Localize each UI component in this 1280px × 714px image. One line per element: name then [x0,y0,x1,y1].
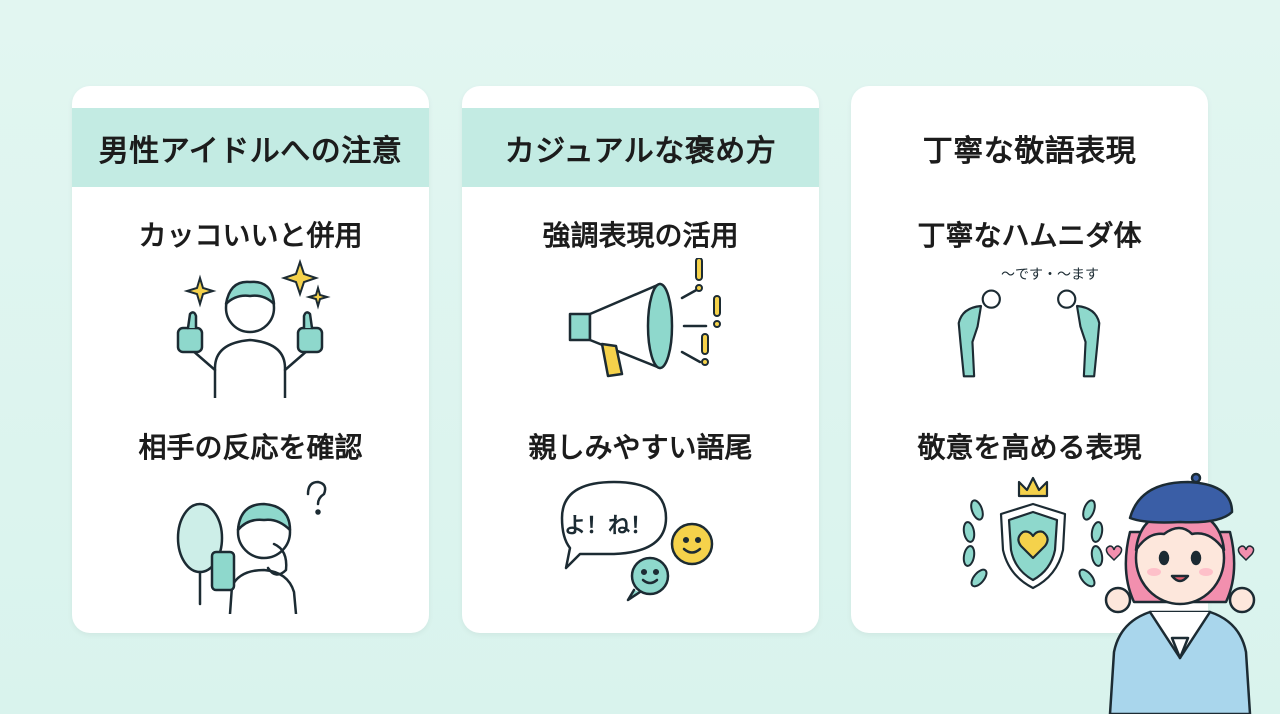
item-label: 親しみやすい語尾 [528,431,753,464]
item-label: 丁寧なハムニダ体 [917,219,1142,252]
item-label: 敬意を高める表現 [917,431,1142,464]
confused-person-mirror-icon [176,480,327,614]
card-male-idol-caution: 男性アイドルへの注意 カッコいいと併用 相手の反応を確認 [72,86,429,633]
polite-caption: 〜です・〜ます [1001,267,1099,283]
shield-heart-icon [962,476,1104,590]
mascot-girl-icon [1104,472,1256,714]
item-label: 相手の反応を確認 [138,431,363,464]
card-title: 丁寧な敬語表現 [851,108,1208,187]
card-title: 男性アイドルへの注意 [72,108,429,187]
megaphone-icon [568,258,721,378]
bubble-text: よ！ね！ [564,514,653,539]
card-title: カジュアルな褒め方 [462,108,819,187]
item-label: 強調表現の活用 [542,219,739,252]
card-casual-praise: カジュアルな褒め方 強調表現の活用 親しみやすい語尾 [462,86,819,633]
bowing-people-icon [957,289,1101,378]
speech-bubble-icon [560,480,714,602]
thumbs-up-person-icon [176,258,331,398]
item-label: カッコいいと併用 [138,219,363,252]
